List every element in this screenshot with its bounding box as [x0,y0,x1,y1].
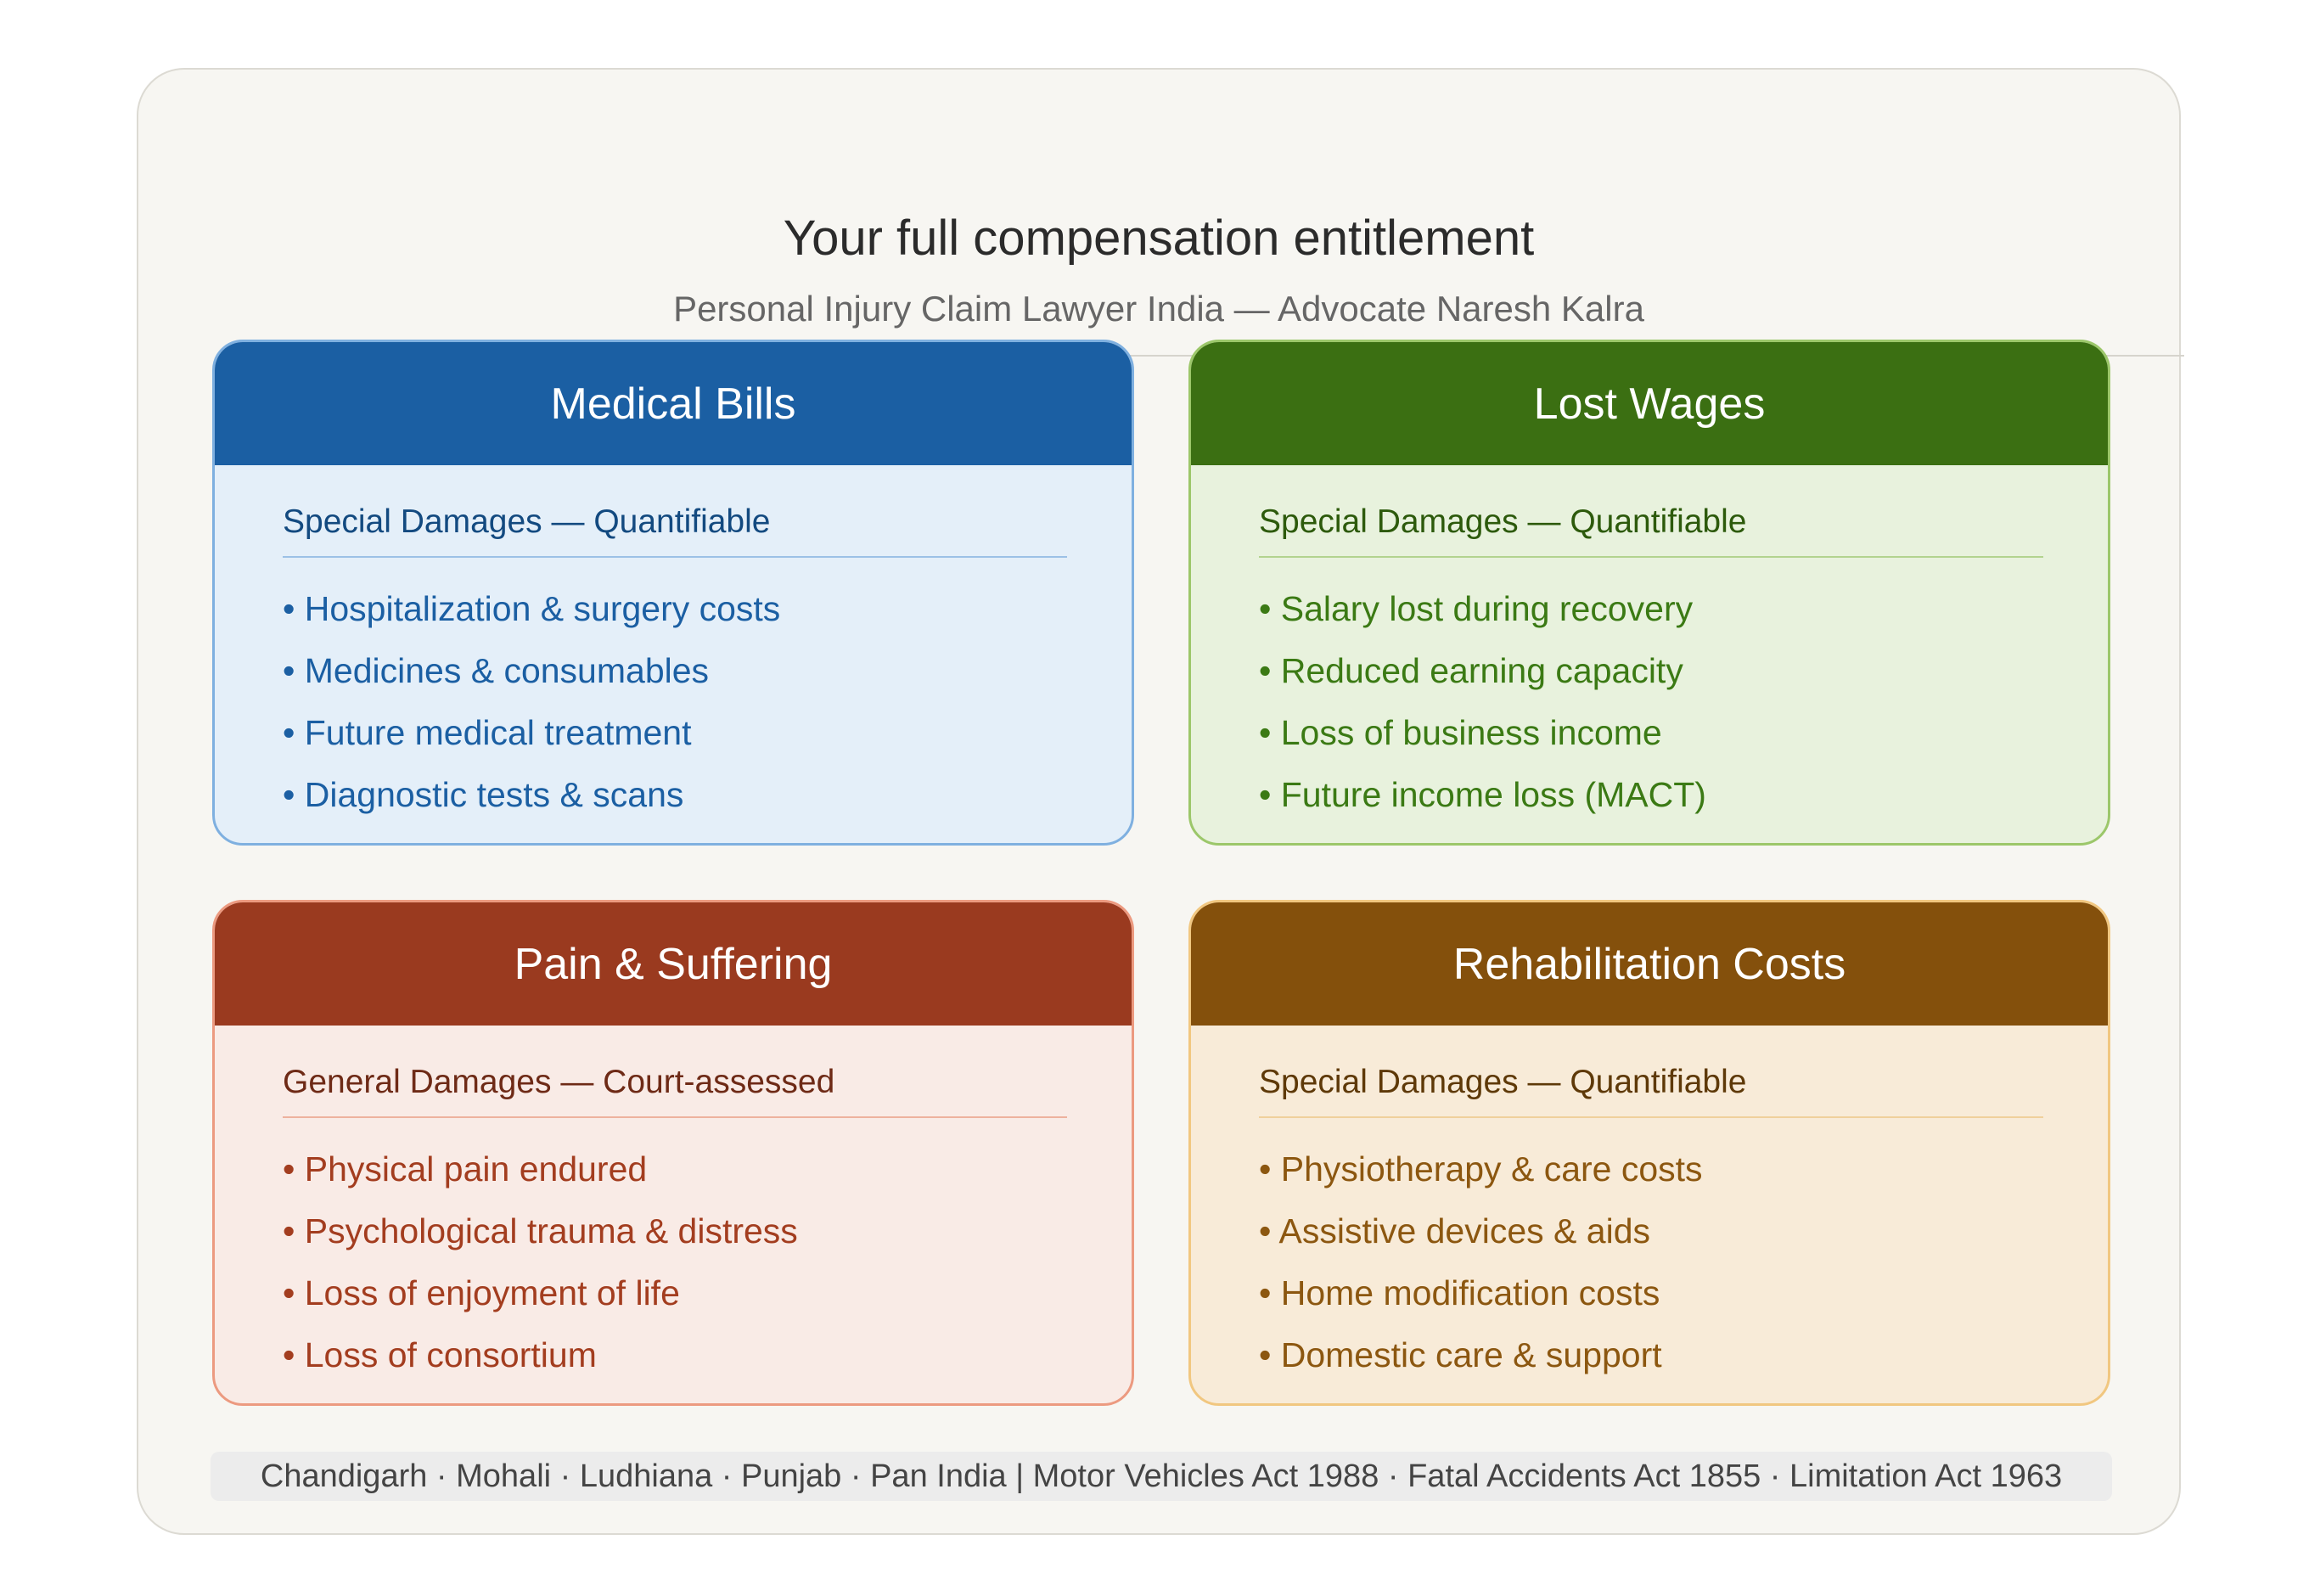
footer-locations-laws: Chandigarh · Mohali · Ludhiana · Punjab … [211,1452,2112,1501]
list-item: • Domestic care & support [1259,1335,1662,1374]
card-item-list: • Physiotherapy & care costs • Assistive… [1259,1138,1703,1386]
card-lost-wages: Lost Wages Special Damages — Quantifiabl… [1188,340,2110,846]
list-item: • Assistive devices & aids [1259,1211,1650,1250]
card-rehabilitation-costs: Rehabilitation Costs Special Damages — Q… [1188,900,2110,1406]
list-item: • Hospitalization & surgery costs [283,589,781,628]
card-item-list: • Physical pain endured • Psychological … [283,1138,798,1386]
list-item: • Home modification costs [1259,1273,1660,1312]
card-item-list: • Hospitalization & surgery costs • Medi… [283,578,780,826]
list-item: • Physical pain endured [283,1149,648,1189]
card-medical-bills: Medical Bills Special Damages — Quantifi… [212,340,1134,846]
list-item: • Reduced earning capacity [1259,651,1683,690]
card-header: Rehabilitation Costs [1191,902,2108,1026]
card-subtitle: General Damages — Court-assessed [283,1064,1067,1118]
card-pain-suffering: Pain & Suffering General Damages — Court… [212,900,1134,1406]
card-header: Lost Wages [1191,342,2108,465]
list-item: • Future income loss (MACT) [1259,775,1706,814]
card-header: Pain & Suffering [215,902,1132,1026]
list-item: • Future medical treatment [283,713,692,752]
list-item: • Physiotherapy & care costs [1259,1149,1703,1189]
list-item: • Loss of consortium [283,1335,597,1374]
card-subtitle: Special Damages — Quantifiable [283,503,1067,558]
list-item: • Loss of enjoyment of life [283,1273,680,1312]
list-item: • Salary lost during recovery [1259,589,1694,628]
page-title: Your full compensation entitlement [783,211,1535,266]
list-item: • Loss of business income [1259,713,1662,752]
card-item-list: • Salary lost during recovery • Reduced … [1259,578,1706,826]
card-subtitle: Special Damages — Quantifiable [1259,1064,2043,1118]
card-subtitle: Special Damages — Quantifiable [1259,503,2043,558]
card-header: Medical Bills [215,342,1132,465]
list-item: • Medicines & consumables [283,651,710,690]
list-item: • Diagnostic tests & scans [283,775,684,814]
page-subtitle: Personal Injury Claim Lawyer India — Adv… [673,289,1644,329]
list-item: • Psychological trauma & distress [283,1211,798,1250]
